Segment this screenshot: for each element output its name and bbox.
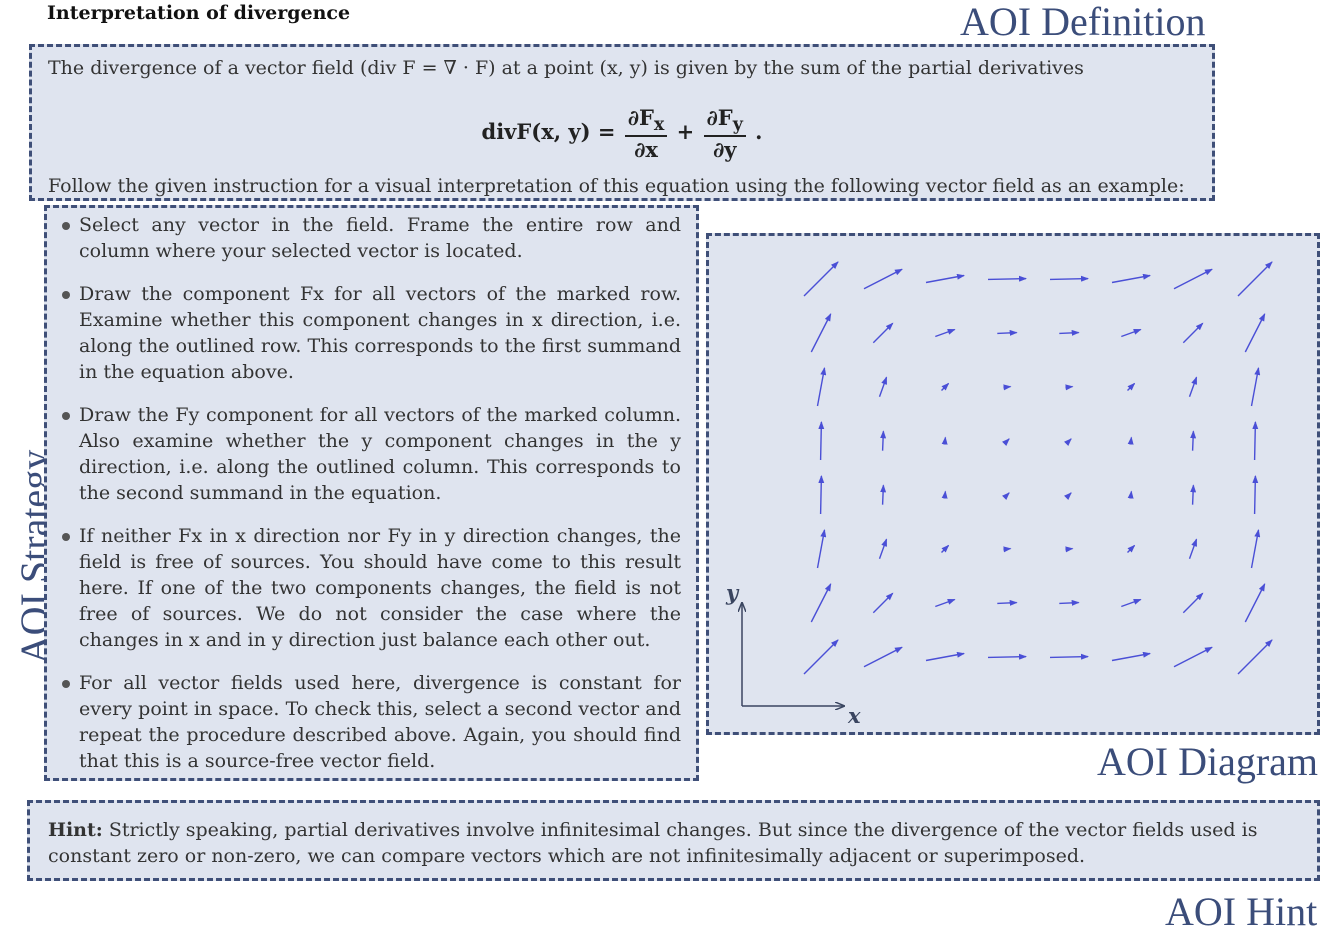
vector-arrow bbox=[941, 490, 948, 499]
fraction-1-numerator: ∂F bbox=[627, 105, 654, 130]
divergence-formula: divF(x, y) = ∂Fx ∂x + ∂Fy ∂y . bbox=[32, 105, 1212, 162]
vector-arrow bbox=[872, 592, 894, 614]
vector-arrows bbox=[803, 261, 1273, 675]
vector-arrow bbox=[878, 376, 888, 397]
hint-body: Strictly speaking, partial derivatives i… bbox=[48, 819, 1258, 867]
vector-arrow bbox=[935, 328, 956, 338]
vector-arrow bbox=[1250, 367, 1261, 407]
vector-arrow bbox=[1065, 384, 1074, 391]
vector-arrow bbox=[1127, 382, 1136, 391]
vector-arrow bbox=[810, 583, 832, 623]
fraction-2-denominator: ∂y bbox=[712, 137, 737, 163]
fraction-dfx-dx: ∂Fx ∂x bbox=[624, 105, 668, 163]
vector-arrow bbox=[1121, 598, 1142, 608]
formula-plus: + bbox=[676, 119, 695, 145]
vector-arrow bbox=[1244, 583, 1266, 623]
vector-arrow bbox=[1173, 268, 1213, 290]
vector-arrow bbox=[818, 421, 825, 461]
aoi-diagram-label: AOI Diagram bbox=[1097, 739, 1319, 784]
axis-x-label: x bbox=[847, 703, 861, 728]
vector-arrow bbox=[816, 529, 827, 569]
vector-arrow bbox=[1190, 430, 1197, 451]
fraction-1-denominator: ∂x bbox=[634, 137, 658, 163]
vector-arrow bbox=[878, 538, 888, 559]
strategy-item: If neither Fx in x direction nor Fy in y… bbox=[61, 523, 681, 653]
vector-arrow bbox=[941, 382, 950, 391]
aoi-definition-label: AOI Definition bbox=[960, 0, 1206, 44]
vector-arrow bbox=[941, 436, 948, 445]
aoi-hint-label: AOI Hint bbox=[1165, 889, 1318, 934]
vector-arrow bbox=[1188, 538, 1198, 559]
vector-arrow bbox=[987, 275, 1027, 282]
vector-arrow bbox=[1237, 261, 1273, 297]
vector-arrow bbox=[1064, 492, 1072, 500]
vector-arrow bbox=[925, 273, 965, 284]
vector-arrow bbox=[987, 653, 1027, 660]
vector-arrow bbox=[997, 599, 1018, 606]
vector-arrow bbox=[872, 322, 894, 344]
vector-arrow bbox=[1173, 646, 1213, 668]
vector-arrow bbox=[1182, 592, 1204, 614]
strategy-item: Draw the component Fx for all vectors of… bbox=[61, 281, 681, 385]
vector-arrow bbox=[880, 430, 887, 451]
vector-arrow bbox=[1059, 329, 1080, 336]
hint-label: Hint: bbox=[48, 819, 103, 841]
vector-arrow bbox=[1188, 376, 1198, 397]
vector-arrow bbox=[997, 329, 1018, 336]
vector-arrow bbox=[1127, 436, 1134, 445]
vector-field-diagram: y x bbox=[725, 261, 1273, 728]
vector-arrow bbox=[1049, 653, 1089, 660]
fraction-2-numerator: ∂F bbox=[706, 105, 733, 130]
axis-y-label: y bbox=[725, 580, 740, 605]
vector-arrow bbox=[925, 651, 965, 662]
vector-arrow bbox=[941, 544, 950, 553]
formula-lhs: divF(x, y) = bbox=[481, 119, 616, 145]
vector-arrow bbox=[803, 639, 839, 675]
vector-arrow bbox=[1252, 475, 1259, 515]
hint-text: Hint: Strictly speaking, partial derivat… bbox=[48, 817, 1303, 869]
vector-arrow bbox=[1190, 484, 1197, 505]
strategy-box: Select any vector in the field. Frame th… bbox=[44, 205, 699, 781]
definition-instruction: Follow the given instruction for a visua… bbox=[48, 175, 1185, 197]
vector-arrow bbox=[1065, 546, 1074, 553]
fraction-2-subscript: y bbox=[732, 115, 743, 136]
vector-arrow bbox=[863, 646, 903, 668]
vector-arrow bbox=[816, 367, 827, 407]
formula-end: . bbox=[755, 119, 763, 145]
vector-arrow bbox=[1252, 421, 1259, 461]
strategy-item: Select any vector in the field. Frame th… bbox=[61, 212, 681, 264]
vector-arrow bbox=[1111, 273, 1151, 284]
vector-arrow bbox=[880, 484, 887, 505]
definition-box: The divergence of a vector field (div F … bbox=[29, 44, 1215, 201]
vector-arrow bbox=[863, 268, 903, 290]
strategy-item: For all vector fields used here, diverge… bbox=[61, 670, 681, 774]
vector-arrow bbox=[818, 475, 825, 515]
strategy-item: Draw the Fy component for all vectors of… bbox=[61, 402, 681, 506]
vector-arrow bbox=[1237, 639, 1273, 675]
vector-arrow bbox=[1121, 328, 1142, 338]
definition-text: The divergence of a vector field (div F … bbox=[48, 57, 1084, 79]
vector-arrow bbox=[810, 313, 832, 353]
vector-arrow bbox=[1049, 275, 1089, 282]
vector-arrow bbox=[1182, 322, 1204, 344]
vector-arrow bbox=[1250, 529, 1261, 569]
vector-arrow bbox=[1059, 599, 1080, 606]
fraction-dfy-dy: ∂Fy ∂y bbox=[703, 105, 746, 163]
vector-arrow bbox=[1003, 546, 1012, 553]
hint-box: Hint: Strictly speaking, partial derivat… bbox=[27, 800, 1320, 881]
fraction-1-subscript: x bbox=[653, 115, 665, 136]
vector-arrow bbox=[1003, 384, 1012, 391]
vector-arrow bbox=[935, 598, 956, 608]
vector-arrow bbox=[1002, 438, 1010, 446]
vector-arrow bbox=[1064, 438, 1072, 446]
vector-arrow bbox=[803, 261, 839, 297]
vector-arrow bbox=[1244, 313, 1266, 353]
page-title: Interpretation of divergence bbox=[47, 2, 351, 24]
diagram-box: y x bbox=[706, 233, 1320, 735]
vector-arrow bbox=[1111, 651, 1151, 662]
vector-arrow bbox=[1002, 492, 1010, 500]
vector-arrow bbox=[1127, 544, 1136, 553]
vector-arrow bbox=[1127, 490, 1134, 499]
strategy-list: Select any vector in the field. Frame th… bbox=[61, 212, 681, 791]
